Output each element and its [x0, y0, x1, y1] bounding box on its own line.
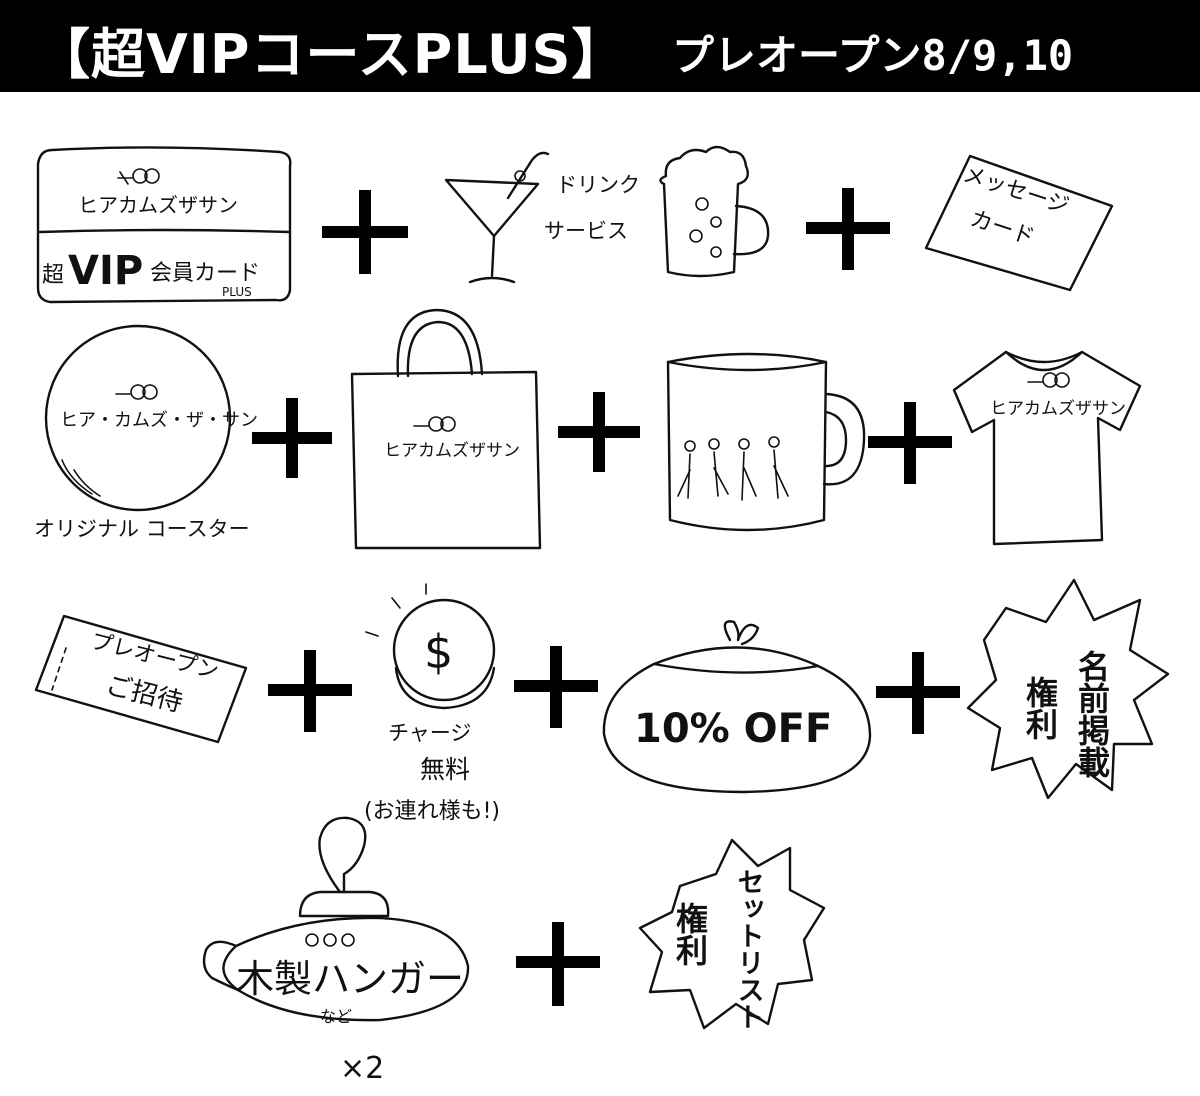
name-right-col2: 権利	[1021, 676, 1059, 740]
ticket-icon	[34, 614, 248, 744]
drink-line2: サービス	[544, 219, 628, 243]
vip-card-plus: PLUS	[222, 285, 252, 299]
coaster-disc-text: ヒア・カムズ・ザ・サン	[60, 410, 258, 431]
burst-balloon-icon	[638, 838, 826, 1030]
hanger-small: など	[320, 1007, 352, 1026]
plus-icon	[806, 188, 890, 270]
plus-icon	[868, 402, 952, 484]
hanger-count: ×2	[340, 1051, 384, 1086]
burst-balloon-icon	[966, 578, 1170, 800]
tshirt-icon	[952, 350, 1142, 546]
vip-card-suffix: 会員カード	[150, 261, 260, 286]
course-title: 【超VIPコースPLUS】	[36, 23, 627, 86]
plus-icon	[322, 190, 408, 274]
message-card-line2: カード	[967, 206, 1038, 250]
coin-symbol: $	[424, 625, 453, 679]
vip-card-main: VIP	[68, 248, 143, 294]
plus-icon	[252, 398, 332, 478]
name-right-char: 名前掲載	[1073, 650, 1111, 778]
plus-icon	[558, 392, 640, 472]
sun-logo-icon	[413, 416, 456, 432]
plus-icon	[268, 650, 352, 732]
coaster-icon	[44, 324, 232, 512]
setlist-right-col1: セットリスト	[733, 868, 764, 1030]
vip-card-brand: ヒアカムズザサン	[78, 193, 238, 217]
sun-logo-icon	[115, 384, 158, 400]
pre-open-dates: プレオープン8/9,10	[672, 31, 1074, 80]
charge-line3: (お連れ様も!)	[364, 799, 500, 824]
charge-line1: チャージ	[388, 721, 471, 745]
header-banner: 【超VIPコースPLUS】 プレオープン8/9,10	[0, 0, 1200, 92]
hanger-text: 木製ハンガー	[236, 957, 464, 1001]
vip-card-prefix: 超	[42, 263, 64, 288]
charge-line2: 無料	[420, 755, 470, 784]
sun-logo-icon	[117, 168, 160, 185]
tshirt-brand: ヒアカムズザサン	[990, 399, 1126, 419]
plus-icon	[876, 652, 960, 734]
vip-card-icon: ヒアカムズザサン 超 VIP 会員カード PLUS	[36, 146, 292, 304]
coin-purse-icon	[602, 620, 872, 794]
submarine-hanger-icon	[202, 816, 470, 1022]
ticket-line2: ご招待	[103, 670, 186, 718]
walking-figures-icon	[677, 436, 789, 501]
coaster-caption: オリジナル コースター	[34, 517, 250, 541]
name-right-col1: 名前掲載	[1073, 650, 1111, 778]
mug-icon	[666, 352, 866, 532]
plus-icon	[514, 646, 598, 728]
message-card-icon	[924, 154, 1114, 292]
cocktail-glass-icon	[444, 151, 550, 284]
benefits-sketch: ヒアカムズザサン 超 VIP 会員カード PLUS ドリンク サービス メッセー…	[34, 145, 1170, 1086]
purse-discount: 10% OFF	[634, 706, 832, 752]
sun-logo-icon	[1027, 372, 1070, 388]
tote-bag-icon	[350, 308, 542, 550]
beer-mug-icon	[659, 145, 770, 278]
plus-icon	[516, 922, 600, 1006]
coin-icon	[365, 583, 496, 710]
setlist-right-col2: 権利	[671, 902, 709, 966]
drink-line1: ドリンク	[556, 173, 640, 197]
tote-brand: ヒアカムズザサン	[384, 441, 520, 461]
